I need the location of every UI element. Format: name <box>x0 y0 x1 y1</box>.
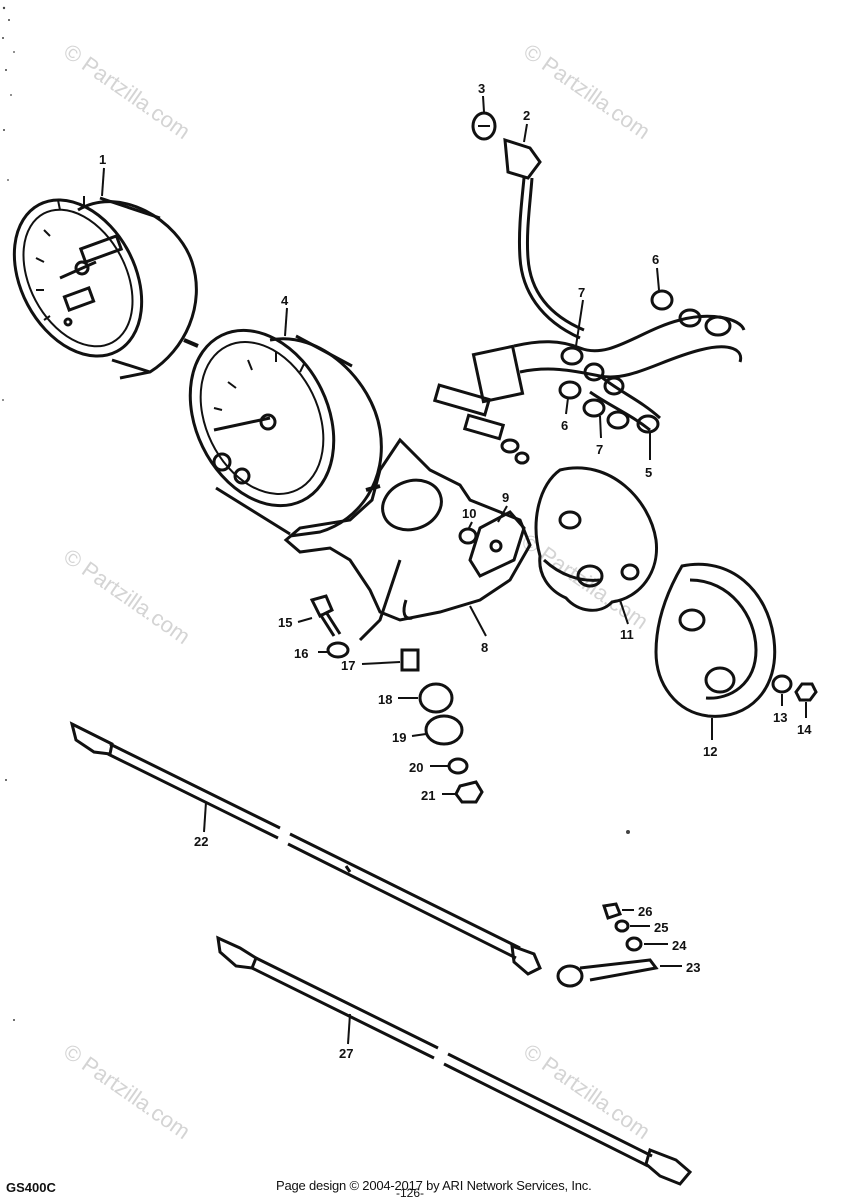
tachometer-part-4 <box>188 328 383 538</box>
leader-22 <box>203 801 207 833</box>
washer-part-13 <box>771 674 793 694</box>
bracket-part-8 <box>283 437 532 642</box>
cushion-part-19 <box>424 714 464 746</box>
callout-26: 26 <box>638 904 652 919</box>
callout-13: 13 <box>773 710 787 725</box>
outer-cover-part-12 <box>654 562 777 718</box>
leader-1 <box>101 167 105 197</box>
callout-2: 2 <box>523 108 530 123</box>
callout-27: 27 <box>339 1046 353 1061</box>
callout-5: 5 <box>645 465 652 480</box>
copyright-notice: Page design © 2004-2017 by ARI Network S… <box>276 1178 592 1193</box>
leader-7-top <box>575 299 584 347</box>
inner-shell-part-11 <box>534 466 658 612</box>
callout-7-lower: 7 <box>596 442 603 457</box>
callout-7-top: 7 <box>578 285 585 300</box>
leader-2 <box>523 123 528 143</box>
watermark-bottom-right: © Partzilla.com <box>519 1039 655 1145</box>
speedometer-cable-part-22 <box>69 721 542 976</box>
callout-25: 25 <box>654 920 668 935</box>
watermark-top-left: © Partzilla.com <box>59 39 195 145</box>
callout-16: 16 <box>294 646 308 661</box>
nut-part-14 <box>794 682 818 702</box>
leader-10 <box>467 521 473 531</box>
callout-22: 22 <box>194 834 208 849</box>
leader-11 <box>619 599 629 625</box>
washer-part-24 <box>625 936 643 952</box>
callout-15: 15 <box>278 615 292 630</box>
watermark-top-right: © Partzilla.com <box>519 39 655 145</box>
washer-part-25 <box>614 919 630 933</box>
leader-6-lower <box>565 397 569 415</box>
bolt-part-15 <box>309 594 342 637</box>
callout-24: 24 <box>672 938 687 953</box>
leader-9 <box>497 505 508 523</box>
callout-20: 20 <box>409 760 423 775</box>
washer-part-16 <box>326 641 350 659</box>
page-number: -126- <box>396 1186 425 1200</box>
callout-6-lower: 6 <box>561 418 568 433</box>
callout-8: 8 <box>481 640 488 655</box>
callout-23: 23 <box>686 960 700 975</box>
nut-part-21 <box>454 780 484 804</box>
bracket-part-23 <box>556 958 659 988</box>
leader-3 <box>482 95 485 113</box>
callout-1: 1 <box>99 152 106 167</box>
leader-7-lower <box>599 415 602 439</box>
leader-4 <box>284 307 288 337</box>
leader-6-top <box>656 267 660 291</box>
callout-12: 12 <box>703 744 717 759</box>
bulb-socket-part-2 <box>503 137 585 340</box>
leader-17 <box>361 661 401 665</box>
nut-part-10 <box>458 527 478 545</box>
tachometer-cable-part-27 <box>216 935 693 1186</box>
callout-4: 4 <box>281 293 289 308</box>
callout-3: 3 <box>478 81 485 96</box>
callout-10: 10 <box>462 506 476 521</box>
leader-27 <box>347 1013 351 1045</box>
clamp-part-9 <box>468 510 526 578</box>
watermark-bottom-left: © Partzilla.com <box>59 1039 195 1145</box>
callout-11: 11 <box>620 627 634 642</box>
callout-14: 14 <box>797 722 812 737</box>
callout-6-top: 6 <box>652 252 659 267</box>
leader-15 <box>297 617 313 623</box>
cushion-part-18 <box>418 682 454 714</box>
bulb-part-3 <box>471 111 497 141</box>
callout-21: 21 <box>421 788 435 803</box>
callout-18: 18 <box>378 692 392 707</box>
socket-cluster-part-5-7 <box>558 289 732 434</box>
callout-17: 17 <box>341 658 355 673</box>
leader-8 <box>469 605 487 637</box>
callout-19: 19 <box>392 730 406 745</box>
bolt-part-26 <box>602 902 622 920</box>
scan-noise <box>2 6 630 1021</box>
model-code: GS400C <box>6 1180 56 1195</box>
wiring-harness <box>432 314 746 465</box>
washer-part-20 <box>447 757 469 775</box>
watermark-middle-left: © Partzilla.com <box>59 544 195 650</box>
speedometer-part-1 <box>12 196 199 380</box>
leader-19 <box>411 733 427 737</box>
callout-9: 9 <box>502 490 509 505</box>
collar-part-17 <box>400 648 420 672</box>
